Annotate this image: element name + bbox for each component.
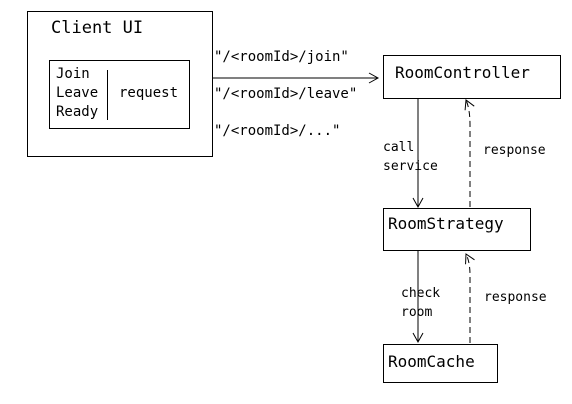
actions-divider bbox=[107, 70, 108, 120]
route-join: "/<roomId>/join" bbox=[214, 49, 349, 65]
route-leave: "/<roomId>/leave" bbox=[214, 86, 358, 102]
client-ui-title: Client UI bbox=[51, 18, 144, 38]
call-label: call bbox=[383, 140, 415, 155]
response-arrow-2 bbox=[465, 253, 475, 343]
room-cache-label: RoomCache bbox=[388, 352, 475, 371]
route-other: "/<roomId>/..." bbox=[214, 123, 341, 139]
response-label-1: response bbox=[483, 143, 546, 158]
request-label: request bbox=[119, 85, 179, 101]
response-label-2: response bbox=[484, 290, 547, 305]
room-controller-label: RoomController bbox=[395, 63, 530, 82]
room-strategy-label: RoomStrategy bbox=[388, 214, 504, 233]
room-controller-box bbox=[383, 55, 561, 99]
service-label: service bbox=[383, 159, 438, 174]
action-leave: Leave bbox=[56, 85, 99, 101]
room-cache-box bbox=[383, 344, 498, 383]
check-label: check bbox=[401, 286, 441, 301]
action-ready: Ready bbox=[56, 104, 99, 120]
room-strategy-box bbox=[383, 208, 531, 251]
response-arrow-1 bbox=[464, 99, 475, 207]
action-join: Join bbox=[56, 66, 90, 82]
room-label: room bbox=[401, 305, 433, 320]
client-actions-box bbox=[49, 60, 190, 129]
